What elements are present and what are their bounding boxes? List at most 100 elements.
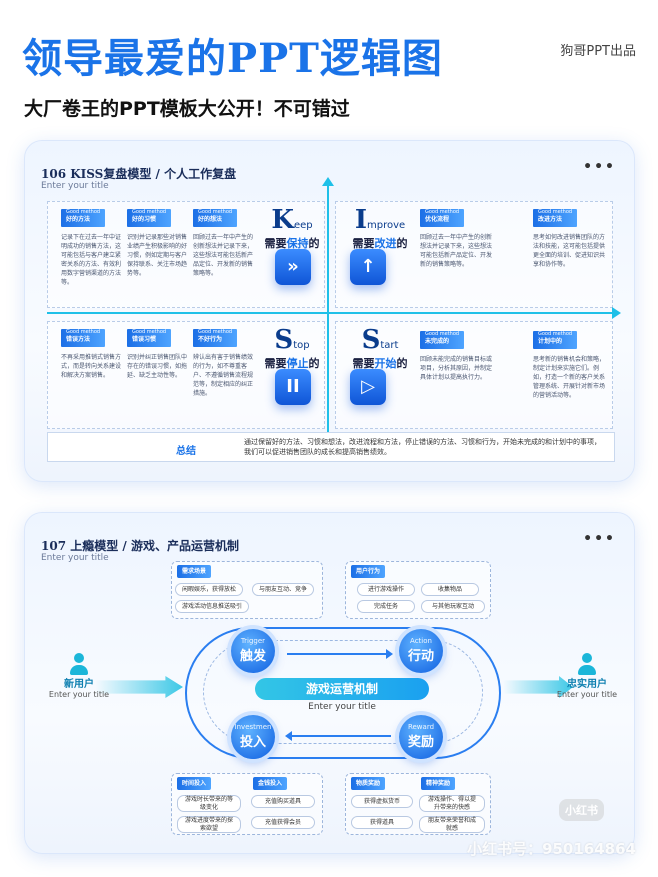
tag-en: Good method <box>538 331 573 337</box>
horizontal-axis-arrow <box>47 307 621 319</box>
reward-zh: 奖励 <box>407 735 434 750</box>
keep-keyword: Keep 需要保持的 <box>253 205 331 251</box>
keep-cn: 需要保持的 <box>253 235 331 251</box>
goods-tag: 物质奖励 <box>351 777 386 790</box>
tag-zh: 好的方法 <box>66 216 91 223</box>
summary-box: 总结 通过保留好的方法、习惯和想法，改进流程和方法，停止错误的方法、习惯和行为，… <box>47 432 615 462</box>
start-text-1: 回顾未能完成的销售目标或项目，分析其原因，并制定具体计划以提高执行力。 <box>420 356 493 381</box>
reward-en: Reward <box>407 723 435 731</box>
actions-item-3: 完成任务 <box>357 600 415 613</box>
money-tag: 金钱投入 <box>253 777 288 790</box>
start-text-2: 思考新的销售机会和策略，制定计划来实施它们。例如，打造一个新的客户关系管理系统、… <box>533 356 606 399</box>
tag-zh: 错误方法 <box>66 336 91 343</box>
more-options-icon[interactable]: ••• <box>583 159 616 175</box>
reward-to-invest-arrow <box>285 731 391 741</box>
kiss-card: 106 KISS复盘模型 / 个人工作复盘 Enter your title •… <box>24 140 635 482</box>
start-cn-key: 开始 <box>374 357 397 370</box>
keep-text-3: 回顾过去一年中产生的创新想法并记录下来，这些想法可能包括新产品定位、开发新的销售… <box>193 234 254 277</box>
page-title: 领导最爱的PPT逻辑图 <box>22 35 443 82</box>
trigger-en: Trigger <box>240 637 266 645</box>
loyal-user-label: 忠实用户 <box>567 679 607 690</box>
start-keyword: Start 需要开始的 <box>341 325 419 371</box>
page-subtitle: 大厂卷王的PPT模板大公开！不可错过 <box>24 98 350 120</box>
action-node[interactable]: Action 行动 <box>399 629 443 673</box>
keep-cn-key: 保持 <box>286 237 309 250</box>
money-item-2: 充值获得会员 <box>251 816 315 829</box>
keep-rest: eep <box>293 220 313 231</box>
start-cn: 需要开始的 <box>341 355 419 371</box>
tag-en: Good method <box>425 209 460 215</box>
center-title: 游戏运营机制 <box>255 678 429 700</box>
keep-letter: K <box>271 205 294 235</box>
kiss-card-subtitle: Enter your title <box>41 181 109 191</box>
invest-node[interactable]: Investmen 投入 <box>231 715 275 759</box>
trigger-to-action-arrow <box>287 649 393 659</box>
loyal-user-flow-arrow <box>503 676 573 698</box>
pause-icon[interactable]: II <box>275 369 311 405</box>
actions-item-1: 进行游戏操作 <box>357 583 415 596</box>
start-cn-pre: 需要 <box>352 357 375 370</box>
keep-text-2: 识别并记录那些对销售业绩产生积极影响的好习惯，例如定期与客户保持联系、关注市场趋… <box>127 234 188 277</box>
arrow-up-icon[interactable]: ↑ <box>350 249 386 285</box>
improve-keyword: Improve 需要改进的 <box>341 205 419 251</box>
action-zh: 行动 <box>407 649 434 664</box>
needs-item-2: 与朋友互动、竞争 <box>252 583 315 596</box>
keep-cn-pre: 需要 <box>264 237 287 250</box>
actions-tag: 用户行为 <box>351 565 386 578</box>
hook-loop-inner <box>203 640 483 744</box>
stop-rest: top <box>293 340 310 351</box>
brand-label: 狗哥PPT出品 <box>560 44 636 59</box>
tag-en: Good method <box>425 331 460 337</box>
actions-item-2: 收集物品 <box>421 583 479 596</box>
stop-cn-post: 的 <box>308 357 320 370</box>
watermark-text: 小红书号：950164864 <box>467 840 636 858</box>
tag-en: Good method <box>132 329 167 335</box>
improve-text-1: 回顾过去一年中产生的创新想法并记录下来，这些想法可能包括新产品定位、开发新的销售… <box>420 234 493 268</box>
money-item-1: 充值购买道具 <box>251 795 315 808</box>
play-icon[interactable]: ▷ <box>350 369 386 405</box>
user-icon <box>69 653 89 675</box>
loyal-user: 忠实用户 Enter your title <box>547 653 627 699</box>
fast-forward-icon[interactable]: » <box>275 249 311 285</box>
start-rest: tart <box>380 340 399 351</box>
more-options-icon[interactable]: ••• <box>583 531 616 547</box>
start-cn-post: 的 <box>396 357 408 370</box>
center-subtitle: Enter your title <box>308 702 376 712</box>
user-icon <box>577 653 597 675</box>
new-user-flow-arrow <box>95 676 183 698</box>
tag-en: Good method <box>198 329 233 335</box>
time-item-2: 游戏进度带来的探索欲望 <box>177 816 241 833</box>
kiss-card-title: 106 KISS复盘模型 / 个人工作复盘 <box>41 167 237 181</box>
tag-zh: 优化流程 <box>425 216 450 223</box>
tag-zh: 计划中的 <box>538 338 563 345</box>
hook-card-title: 107 上瘾模型 / 游戏、产品运营机制 <box>41 539 239 553</box>
tag-zh: 改进方法 <box>538 216 563 223</box>
summary-text: 通过保留好的方法、习惯和想法，改进流程和方法，停止错误的方法、习惯和行为，开始未… <box>244 438 601 456</box>
tag-zh: 好的习惯 <box>132 216 157 223</box>
improve-letter: I <box>354 205 367 235</box>
hook-loop <box>185 627 501 759</box>
improve-cn: 需要改进的 <box>341 235 419 251</box>
stop-keyword: Stop 需要停止的 <box>253 325 331 371</box>
invest-en: Investmen <box>234 723 272 731</box>
improve-text-2: 思考如何改进销售团队的方法和技能，这可能包括提供更全面的培训、促进知识共享和协作… <box>533 234 606 268</box>
tag-zh: 未完成的 <box>425 338 450 345</box>
invest-zh: 投入 <box>239 735 266 750</box>
trigger-node[interactable]: Trigger 触发 <box>231 629 275 673</box>
needs-item-1: 闲暇娱乐，获得放松 <box>175 583 244 596</box>
summary-label: 总结 <box>176 446 196 457</box>
needs-item-3: 游戏活动信息推送吸引 <box>175 600 250 613</box>
new-user-label: 新用户 <box>64 679 94 690</box>
tag-en: Good method <box>66 209 101 215</box>
new-user-sub: Enter your title <box>48 690 110 699</box>
reward-node[interactable]: Reward 奖励 <box>399 715 443 759</box>
tag-en: Good method <box>132 209 167 215</box>
tag-zh: 错误习惯 <box>132 336 157 343</box>
spirit-tag: 精神奖励 <box>421 777 456 790</box>
needs-tag: 需求场景 <box>177 565 212 578</box>
